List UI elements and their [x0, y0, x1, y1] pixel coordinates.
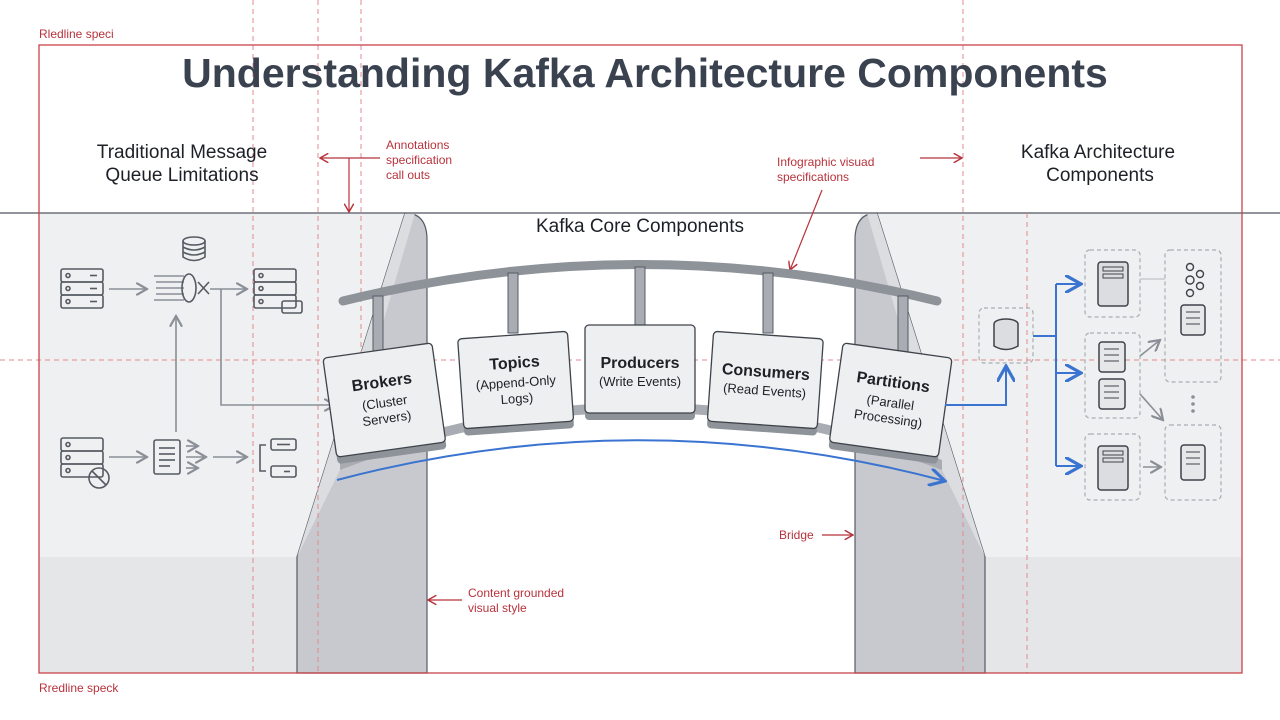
card-title: Topics — [489, 353, 541, 373]
left-heading-2: Queue Limitations — [105, 165, 258, 186]
annotation-text: Annotations — [386, 138, 449, 152]
annotation-text: specifications — [777, 170, 849, 184]
annotation-text: visual style — [468, 601, 527, 615]
event-flow-arrow — [336, 439, 945, 481]
server-printer-icon — [253, 268, 303, 314]
redline-frame — [38, 44, 1243, 674]
consumer-doc-icon — [1180, 444, 1206, 481]
annotation-text: Bridge — [779, 528, 814, 542]
annotation-infographic: Infographic visuad specifications — [777, 155, 962, 270]
redline-label-bottom: Rredline speck — [39, 681, 119, 695]
annotation-callouts: Annotations specification call outs — [320, 138, 452, 212]
consumer-doc-icon — [1180, 304, 1206, 336]
annotation-text: Infographic visuad — [777, 155, 874, 169]
card-subtitle: (Cluster — [361, 392, 409, 413]
annotation-bridge: Bridge — [779, 528, 853, 542]
component-card-brokers[interactable]: Brokers (Cluster Servers) — [322, 342, 447, 464]
card-title: Producers — [600, 355, 679, 372]
card-title: Consumers — [721, 361, 810, 384]
component-card-partitions[interactable]: Partitions (Parallel Processing) — [828, 342, 953, 464]
card-subtitle: Servers) — [362, 408, 413, 430]
card-subtitle: (Read Events) — [723, 380, 807, 401]
server-icon — [60, 268, 104, 309]
log-doc-icon — [1098, 341, 1126, 373]
card-subtitle: Logs) — [500, 390, 533, 407]
annotation-text: specification — [386, 153, 452, 167]
log-doc-icon — [1098, 378, 1126, 410]
kafka-logo-icon — [1185, 262, 1205, 298]
annotation-content: Content grounded visual style — [428, 586, 564, 615]
left-heading-1: Traditional Message — [97, 142, 267, 163]
component-card-consumers[interactable]: Consumers (Read Events) — [706, 330, 824, 436]
annotation-text: call outs — [386, 168, 430, 182]
page-title: Understanding Kafka Architecture Compone… — [182, 50, 1108, 96]
center-heading: Kafka Core Components — [536, 216, 744, 237]
split-icon — [259, 438, 297, 478]
component-card-topics[interactable]: Topics (Append-Only Logs) — [457, 330, 575, 436]
document-icon — [153, 439, 206, 475]
topic-doc-icon — [1097, 261, 1129, 307]
card-subtitle: (Write Events) — [599, 374, 681, 389]
annotation-text: Content grounded — [468, 586, 564, 600]
legacy-queue-diagram — [60, 236, 335, 489]
card-subtitle: (Append-Only — [475, 372, 557, 393]
right-base — [985, 557, 1242, 673]
card-subtitle: (Parallel — [866, 392, 915, 414]
partition-to-storage-arrow — [945, 366, 1006, 406]
component-card-producers[interactable]: Producers (Write Events) — [584, 324, 696, 420]
blocked-funnel-icon — [154, 273, 210, 303]
database-icon — [182, 236, 206, 262]
more-dots-icon — [1191, 395, 1195, 413]
server-blocked-icon — [60, 437, 110, 489]
left-base — [39, 557, 299, 673]
redline-label-top: Rledline speci — [39, 27, 114, 41]
storage-cylinder-icon — [993, 318, 1019, 351]
right-heading-1: Kafka Architecture — [1021, 142, 1175, 163]
topic-doc-icon — [1097, 445, 1129, 491]
right-heading-2: Components — [1046, 165, 1154, 186]
kafka-architecture-diagram — [978, 249, 1222, 501]
